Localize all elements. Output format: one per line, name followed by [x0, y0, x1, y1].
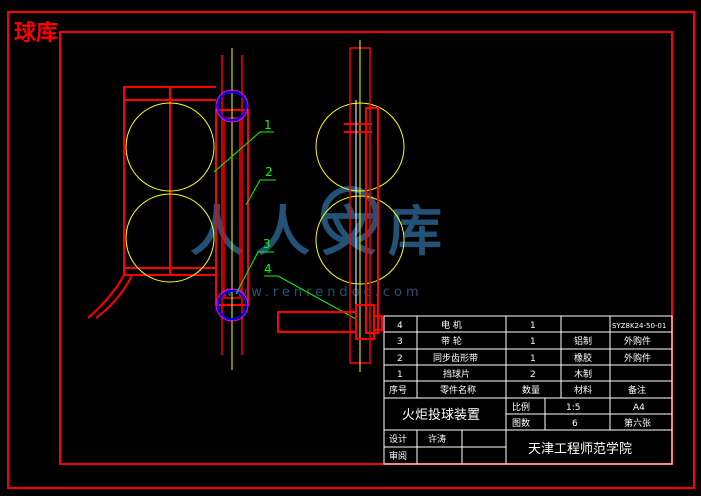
cell-note: SYZ8K24-50-01	[612, 322, 666, 330]
right-view	[277, 40, 405, 372]
designer-name: 许涛	[428, 433, 446, 445]
cell-no: 3	[397, 337, 403, 347]
balloon-3: 3	[263, 237, 271, 251]
designer-label: 设计	[389, 433, 407, 445]
leader-1	[213, 131, 274, 173]
institution: 天津工程师范学院	[528, 441, 632, 457]
header-name: 零件名称	[440, 384, 476, 396]
left-view	[87, 48, 249, 370]
sheet-value: 6	[572, 419, 578, 429]
ball	[125, 193, 215, 283]
header-note: 备注	[628, 384, 646, 396]
balloon-1: 1	[264, 118, 272, 132]
header-no: 序号	[389, 384, 407, 396]
title-block: 火炬投球装置 比例 1:5 A4 图数 6 第六张 设计 许涛 审阅 天津工程师…	[383, 397, 673, 465]
parts-table: 4 电 机 1 SYZ8K24-50-01 3 带 轮 1 铝制 外购件 2 同…	[383, 315, 673, 399]
cell-name: 电 机	[441, 319, 462, 331]
cell-qty: 1	[530, 321, 536, 331]
size-value: A4	[633, 403, 645, 413]
cell-no: 1	[397, 370, 403, 380]
cell-material: 铝制	[574, 335, 592, 347]
watermark: 人人文库 www.renrendoc.com	[190, 186, 454, 300]
motor-shaft	[277, 311, 357, 333]
belt-guide	[365, 107, 379, 334]
drawing-name: 火炬投球装置	[402, 407, 480, 423]
cell-material: 橡胶	[574, 352, 592, 364]
top-pulley	[217, 91, 247, 121]
sheet-label: 图数	[512, 417, 530, 429]
header-title: 球库	[14, 21, 58, 46]
scale-value: 1:5	[566, 403, 580, 413]
chute	[87, 274, 133, 319]
cell-name: 同步齿形带	[433, 352, 478, 364]
cell-material: 木制	[574, 368, 592, 380]
leaders: 1 2 3 4	[213, 118, 357, 320]
header-qty: 数量	[522, 384, 540, 396]
cell-name: 带 轮	[441, 335, 462, 347]
watermark-text: 人人文库	[190, 200, 454, 263]
bottom-pulley	[217, 290, 247, 320]
cell-note: 外购件	[624, 335, 651, 347]
cell-no: 2	[397, 354, 403, 364]
leader-3	[235, 251, 274, 295]
sheet-no: 第六张	[624, 417, 651, 429]
leader-4	[264, 275, 357, 320]
cell-qty: 1	[530, 354, 536, 364]
cell-qty: 2	[530, 370, 536, 380]
watermark-url: www.renrendoc.com	[222, 285, 423, 300]
ball	[125, 102, 215, 192]
cell-no: 4	[397, 321, 403, 331]
motor-flange	[373, 315, 383, 331]
cell-note: 外购件	[624, 352, 651, 364]
header-material: 材料	[574, 384, 592, 396]
scale-label: 比例	[512, 401, 530, 413]
balloon-2: 2	[265, 165, 273, 179]
cell-name: 挡球片	[443, 368, 470, 380]
bottom-pulley-rim	[215, 288, 249, 322]
outer-frame	[7, 11, 695, 489]
cell-qty: 1	[530, 337, 536, 347]
title-block-border	[383, 397, 673, 465]
inner-frame	[59, 31, 673, 465]
balloon-4: 4	[264, 262, 272, 276]
leader-2	[245, 179, 276, 206]
top-pulley-rim	[215, 89, 249, 123]
reviewer-label: 审阅	[389, 450, 407, 462]
